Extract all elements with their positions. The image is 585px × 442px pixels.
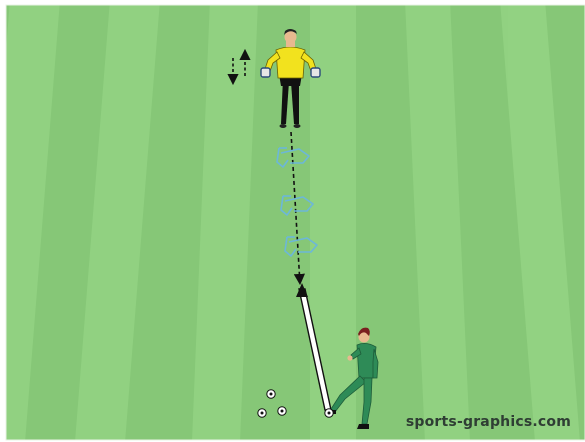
watermark-text: sports-graphics.com [406,414,571,430]
soccer-ball-icon [267,390,275,398]
soccer-ball-icon [278,407,286,415]
soccer-ball-icon [325,409,333,417]
soccer-ball-icon [258,409,266,417]
